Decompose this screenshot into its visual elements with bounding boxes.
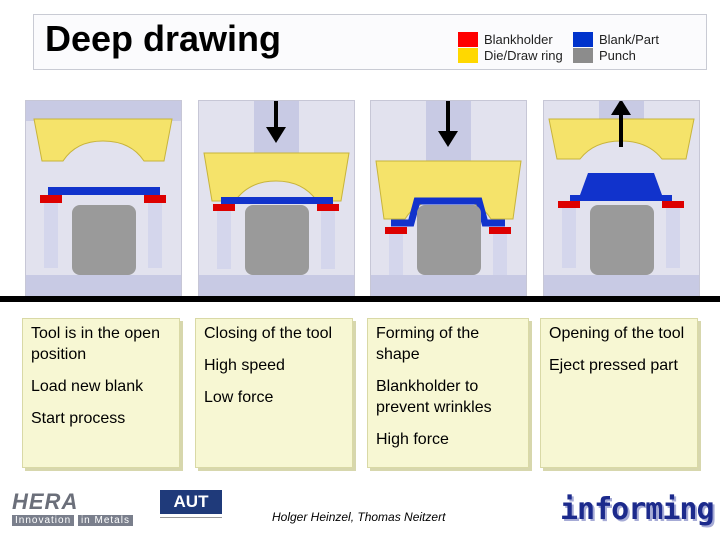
stage-4-line-2: Eject pressed part [549, 357, 678, 374]
informing-logo: informing [560, 492, 715, 532]
hera-sub-a: Innovation [12, 515, 75, 526]
aut-logo-underline [160, 517, 222, 528]
page-title: Deep drawing [45, 18, 282, 59]
stage-4-card: Opening of the tool Eject pressed part [540, 318, 698, 468]
stage-3-line-3: High force [376, 431, 449, 448]
arrow-down-icon [438, 131, 458, 147]
stage-1-panel [25, 100, 182, 298]
legend: Blankholder Blank/Part Die/Draw ring Pun… [458, 32, 708, 68]
legend-item-blank-part: Blank/Part [573, 32, 659, 47]
legend-swatch-yellow [458, 48, 478, 63]
legend-swatch-blue [573, 32, 593, 47]
informing-logo-text: informing [560, 492, 715, 527]
stage-4-panel [543, 99, 700, 298]
stage-1-line-2: Load new blank [31, 378, 144, 395]
stage-1-tool-diagram [26, 101, 181, 297]
arrow-up-icon [611, 99, 631, 115]
title-bar [33, 14, 707, 70]
stage-2-tool-diagram [199, 101, 354, 297]
stage-3-card: Forming of the shape Blankholder to prev… [367, 318, 529, 468]
stage-2-card: Closing of the tool High speed Low force [195, 318, 353, 468]
stage-3-line-1: Forming of the shape [376, 325, 480, 363]
legend-item-die: Die/Draw ring [458, 48, 563, 63]
arrow-down-icon [266, 127, 286, 143]
stage-2-panel [198, 100, 355, 298]
hera-logo: HERA Innovation in Metals [12, 490, 140, 530]
legend-swatch-gray [573, 48, 593, 63]
legend-item-punch: Punch [573, 48, 636, 63]
stage-2-line-2: High speed [204, 357, 285, 374]
stage-2-line-3: Low force [204, 389, 274, 406]
hera-logo-subtitle: Innovation in Metals [12, 515, 140, 526]
stage-4-line-1: Opening of the tool [549, 325, 685, 342]
legend-label: Blank/Part [599, 32, 659, 47]
legend-item-blankholder: Blankholder [458, 32, 553, 47]
stage-3-panel [370, 100, 527, 298]
aut-logo-text: AUT [160, 490, 222, 514]
baseline-divider [0, 296, 720, 302]
aut-logo: AUT [160, 490, 222, 528]
stage-3-tool-diagram [371, 101, 526, 297]
stage-1-card: Tool is in the open position Load new bl… [22, 318, 180, 468]
footer-authors: Holger Heinzel, Thomas Neitzert [272, 510, 446, 524]
stage-4-tool-diagram [544, 99, 699, 297]
stage-1-line-1: Tool is in the open position [31, 325, 160, 363]
hera-sub-b: in Metals [77, 515, 133, 526]
legend-label: Die/Draw ring [484, 48, 563, 63]
stage-1-line-3: Start process [31, 410, 126, 427]
stage-3-line-2: Blankholder to prevent wrinkles [376, 378, 492, 416]
legend-label: Punch [599, 48, 636, 63]
legend-label: Blankholder [484, 32, 553, 47]
stage-2-line-1: Closing of the tool [204, 325, 333, 342]
hera-logo-text: HERA [12, 489, 79, 514]
legend-swatch-red [458, 32, 478, 47]
